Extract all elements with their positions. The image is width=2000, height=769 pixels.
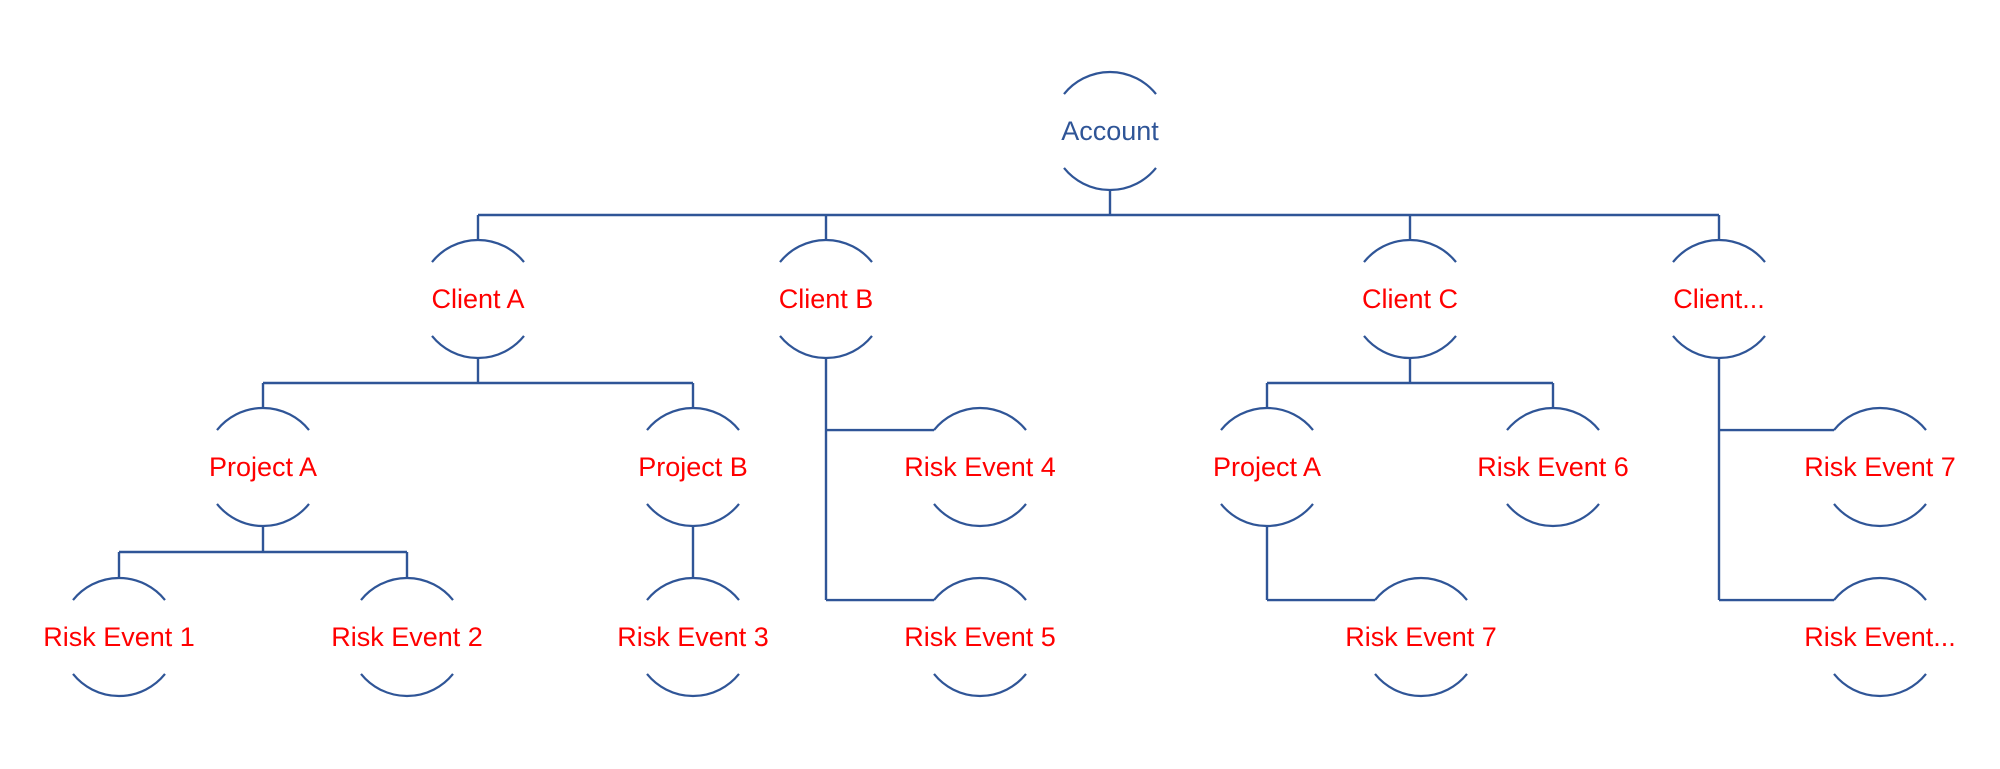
node-top-arc [933,576,1027,601]
node-risk-event-1[interactable]: Risk Event 1 [43,576,195,698]
node-bottom-arc [1833,503,1927,528]
node-label: Risk Event 4 [904,452,1056,482]
node-top-arc [1363,238,1457,263]
node-bottom-arc [779,335,873,360]
node-client-c-risk-event-7[interactable]: Risk Event 7 [1345,576,1497,698]
node-label: Risk Event 3 [617,622,769,652]
node-top-arc [646,406,740,431]
node-label: Account [1061,116,1159,146]
node-top-arc [216,406,310,431]
node-account[interactable]: Account [1061,70,1159,192]
node-label: Client... [1673,284,1765,314]
node-client-more-risk-event-7[interactable]: Risk Event 7 [1804,406,1956,528]
node-bottom-arc [1363,335,1457,360]
node-client-more[interactable]: Client... [1672,238,1766,360]
node-label: Client A [431,284,524,314]
node-risk-event-5[interactable]: Risk Event 5 [904,576,1056,698]
node-client-a[interactable]: Client A [431,238,525,360]
node-top-arc [646,576,740,601]
node-label: Risk Event 6 [1477,452,1629,482]
node-top-arc [360,576,454,601]
node-bottom-arc [360,673,454,698]
node-bottom-arc [1063,167,1157,192]
node-label: Risk Event 1 [43,622,195,652]
node-bottom-arc [216,503,310,528]
node-bottom-arc [1220,503,1314,528]
node-top-arc [1220,406,1314,431]
node-label: Risk Event 2 [331,622,483,652]
node-bottom-arc [933,673,1027,698]
node-bottom-arc [72,673,166,698]
node-top-arc [933,406,1027,431]
connector-lines [117,190,1834,602]
node-risk-event-3[interactable]: Risk Event 3 [617,576,769,698]
node-client-a-project-a[interactable]: Project A [209,406,317,528]
node-risk-event-4[interactable]: Risk Event 4 [904,406,1056,528]
node-label: Risk Event 5 [904,622,1056,652]
node-bottom-arc [646,673,740,698]
node-top-arc [1833,406,1927,431]
node-top-arc [1833,576,1927,601]
node-label: Client C [1362,284,1458,314]
node-bottom-arc [933,503,1027,528]
node-bottom-arc [1374,673,1468,698]
node-client-c[interactable]: Client C [1362,238,1458,360]
node-top-arc [1506,406,1600,431]
node-label: Project B [638,452,748,482]
node-label: Risk Event 7 [1804,452,1956,482]
node-bottom-arc [646,503,740,528]
node-bottom-arc [431,335,525,360]
node-top-arc [1374,576,1468,601]
node-label: Client B [779,284,874,314]
node-risk-event-6[interactable]: Risk Event 6 [1477,406,1629,528]
node-bottom-arc [1833,673,1927,698]
node-label: Risk Event 7 [1345,622,1497,652]
node-risk-event-more[interactable]: Risk Event... [1804,576,1956,698]
node-client-b[interactable]: Client B [779,238,874,360]
node-label: Project A [1213,452,1321,482]
node-top-arc [779,238,873,263]
node-label: Project A [209,452,317,482]
node-bottom-arc [1506,503,1600,528]
node-bottom-arc [1672,335,1766,360]
node-client-a-project-b[interactable]: Project B [638,406,748,528]
node-client-c-project-a[interactable]: Project A [1213,406,1321,528]
node-risk-event-2[interactable]: Risk Event 2 [331,576,483,698]
node-top-arc [72,576,166,601]
node-top-arc [431,238,525,263]
node-top-arc [1063,70,1157,95]
node-top-arc [1672,238,1766,263]
node-label: Risk Event... [1804,622,1956,652]
